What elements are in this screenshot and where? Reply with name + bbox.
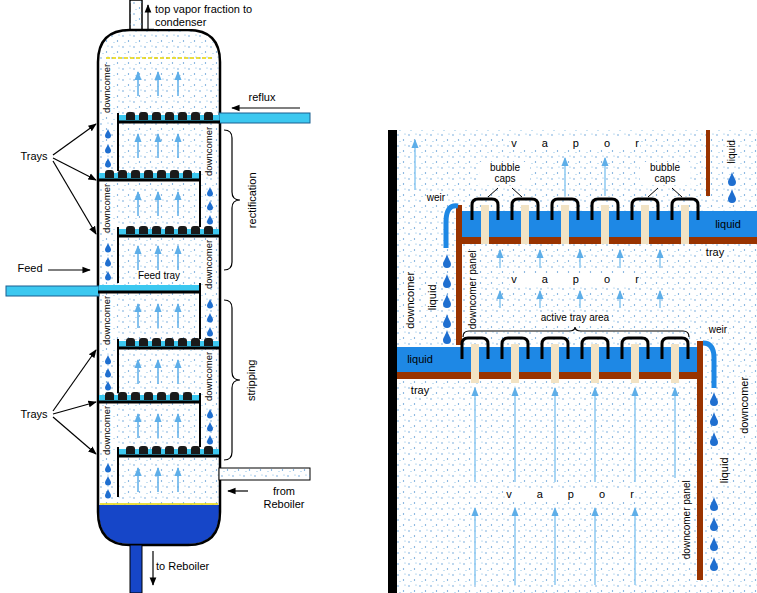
part-label: downcomer panel bbox=[466, 251, 478, 330]
stream-label: from Reboiler bbox=[251, 485, 317, 510]
tray-detail bbox=[388, 130, 757, 593]
stream-label: top vapor fraction to condenser bbox=[154, 3, 266, 28]
part-label: active tray area bbox=[540, 312, 610, 324]
feed-pipe bbox=[6, 286, 99, 296]
flow-label: v a p o r bbox=[510, 137, 640, 150]
level-line bbox=[106, 57, 212, 59]
part-label: bubble caps bbox=[640, 162, 690, 185]
part-label: bubble caps bbox=[480, 162, 530, 185]
bottom-liquid bbox=[99, 505, 219, 544]
part-label: Trays bbox=[19, 408, 48, 421]
flow-label: v a p o r bbox=[510, 273, 640, 286]
part-label: Trays bbox=[19, 150, 48, 163]
column-shell bbox=[98, 30, 220, 545]
column-wall bbox=[388, 130, 397, 593]
downcomer-panel bbox=[706, 130, 710, 196]
bottom-pipe bbox=[130, 545, 142, 593]
part-label: downcomer bbox=[205, 239, 216, 288]
part-label: weir bbox=[426, 192, 446, 204]
part-label: Feed tray bbox=[137, 270, 181, 282]
tray-plate bbox=[397, 372, 703, 379]
vapor-stipple bbox=[130, 0, 142, 32]
flow-label: liquid bbox=[726, 140, 738, 163]
flow-label: liquid bbox=[718, 457, 731, 483]
liquid-stream bbox=[703, 343, 714, 388]
tray-liquid bbox=[462, 211, 757, 237]
column-ground bbox=[98, 30, 220, 545]
tray-liquid bbox=[397, 347, 697, 372]
part-label: downcomer bbox=[404, 272, 417, 329]
level-line bbox=[100, 503, 218, 505]
part-label: downcomer bbox=[103, 405, 114, 454]
section-label: rectification bbox=[246, 172, 259, 228]
flow-label: liquid bbox=[426, 284, 439, 310]
area-brace bbox=[463, 327, 689, 337]
vapor-arrows bbox=[138, 72, 178, 492]
vapor-stipple bbox=[219, 468, 310, 480]
part-label: downcomer bbox=[103, 63, 114, 112]
stream-label: reflux bbox=[248, 91, 277, 104]
part-label: downcomer bbox=[103, 295, 114, 344]
section-bracket bbox=[224, 130, 240, 270]
flow-label: v a p o r bbox=[505, 488, 635, 501]
vapor-arrows bbox=[415, 140, 675, 585]
part-label: downcomer panel bbox=[680, 481, 692, 560]
section-label: stripping bbox=[246, 359, 259, 401]
vapor-stipple bbox=[397, 130, 757, 593]
part-label: downcomer bbox=[205, 126, 216, 175]
part-label: downcomer bbox=[738, 377, 751, 434]
reflux-pipe bbox=[219, 113, 310, 123]
stream-label: Feed bbox=[16, 262, 43, 275]
flow-label: liquid bbox=[714, 218, 742, 231]
part-label: downcomer bbox=[205, 351, 216, 400]
leader-lines bbox=[488, 188, 682, 197]
stream-label: to Reboiler bbox=[155, 560, 213, 573]
weir-panel bbox=[697, 341, 703, 580]
trays bbox=[98, 112, 220, 499]
weir-panel bbox=[456, 205, 462, 345]
part-label: tray bbox=[705, 246, 725, 259]
part-label: weir bbox=[708, 324, 728, 336]
vapor-pipe bbox=[130, 0, 142, 32]
flow-label: liquid bbox=[406, 353, 434, 366]
part-label: tray bbox=[410, 384, 430, 397]
vapor-stipple bbox=[98, 30, 220, 545]
section-bracket bbox=[224, 300, 240, 460]
reboiler-return-pipe bbox=[219, 468, 310, 480]
part-label: downcomer bbox=[103, 183, 114, 232]
liquid-stream bbox=[446, 206, 458, 248]
